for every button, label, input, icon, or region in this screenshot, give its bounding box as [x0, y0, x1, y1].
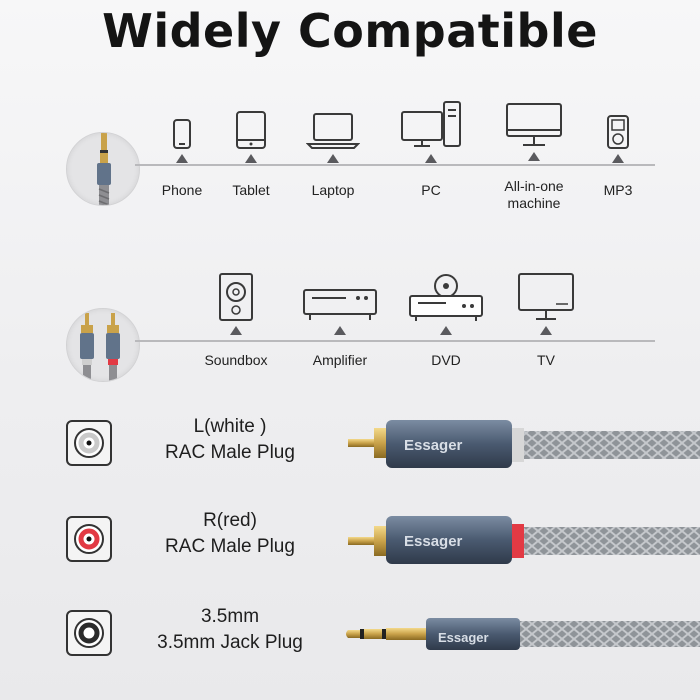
- device-label: Amplifier: [312, 352, 368, 368]
- pointer-triangle: [176, 154, 188, 163]
- device-label: MP3: [603, 182, 633, 198]
- plug-row-right-red: R(red) RAC Male Plug Essager: [0, 496, 700, 592]
- page-title: Widely Compatible: [102, 4, 598, 58]
- plug-label-line1: R(red): [203, 510, 257, 531]
- pointer-triangle: [334, 326, 346, 335]
- pointer-triangle: [230, 326, 242, 335]
- all-in-one-icon: [506, 103, 562, 146]
- plug-label-line2: RAC Male Plug: [165, 442, 295, 463]
- rca-white-socket-icon: [66, 420, 112, 466]
- pointer-triangle: [440, 326, 452, 335]
- device-label: Phone: [161, 182, 203, 198]
- pointer-triangle: [540, 326, 552, 335]
- device-label: Tablet: [232, 182, 270, 198]
- dvd-icon: [409, 274, 483, 321]
- plug-label-line1: L(white ): [193, 416, 267, 437]
- row2-connector-line: [135, 340, 655, 342]
- tv-icon: [518, 273, 574, 320]
- device-tv: TV: [516, 272, 576, 368]
- mp3-icon: [607, 115, 629, 149]
- pointer-triangle: [425, 154, 437, 163]
- device-laptop: Laptop: [306, 112, 360, 198]
- device-label: TV: [537, 352, 555, 368]
- pointer-triangle: [245, 154, 257, 163]
- device-pc: PC: [400, 100, 462, 198]
- pointer-triangle: [528, 152, 540, 161]
- plug-label-line2: RAC Male Plug: [165, 536, 295, 557]
- pointer-triangle: [612, 154, 624, 163]
- device-label: DVD: [431, 352, 461, 368]
- aux-socket-icon: [66, 610, 112, 656]
- plug-label-line1: 3.5mm: [200, 606, 260, 627]
- phone-icon: [173, 119, 191, 149]
- soundbox-icon: [219, 273, 253, 321]
- rca-red-socket-icon: [66, 516, 112, 562]
- device-label: PC: [421, 182, 441, 198]
- tablet-icon: [236, 111, 266, 149]
- laptop-icon: [306, 113, 360, 149]
- device-phone: Phone: [162, 118, 202, 198]
- rca-white-plug-image: Essager: [348, 420, 700, 468]
- device-amplifier: Amplifier: [302, 286, 378, 368]
- brand-logo-text: Essager: [404, 533, 463, 550]
- rca-red-plug-image: Essager: [348, 516, 700, 564]
- device-dvd: DVD: [406, 272, 486, 368]
- rca-plug-badge: [66, 308, 140, 382]
- device-label: Laptop: [311, 182, 355, 198]
- plug-label: 3.5mm 3.5mm Jack Plug: [150, 604, 310, 656]
- rca-pair-icon: [80, 313, 120, 381]
- device-all-in-one: All-in-one machine: [504, 102, 564, 211]
- brand-logo-text: Essager: [404, 437, 463, 454]
- device-soundbox: Soundbox: [204, 272, 268, 368]
- row-3-5mm-devices: Phone Tablet Laptop PC All-in-one machin…: [0, 100, 700, 230]
- plug-label: L(white ) RAC Male Plug: [150, 414, 310, 466]
- pointer-triangle: [327, 154, 339, 163]
- amplifier-icon: [303, 289, 377, 320]
- plug-label-line2: 3.5mm Jack Plug: [157, 632, 303, 653]
- device-label: All-in-one machine: [504, 178, 564, 211]
- device-mp3: MP3: [600, 114, 636, 198]
- plug-row-left-white: L(white ) RAC Male Plug Essager: [0, 398, 700, 494]
- aux-plug-badge: [66, 132, 140, 206]
- device-label: Soundbox: [204, 352, 268, 368]
- row1-connector-line: [135, 164, 655, 166]
- brand-logo-text: Essager: [438, 630, 489, 645]
- aux-jack-icon: [97, 133, 111, 205]
- device-tablet: Tablet: [231, 110, 271, 198]
- aux-plug-image: Essager: [346, 618, 700, 650]
- row-rca-devices: Soundbox Amplifier DVD TV: [0, 268, 700, 382]
- pc-icon: [401, 101, 461, 147]
- plug-row-3-5mm: 3.5mm 3.5mm Jack Plug Essager: [0, 594, 700, 690]
- plug-label: R(red) RAC Male Plug: [150, 508, 310, 560]
